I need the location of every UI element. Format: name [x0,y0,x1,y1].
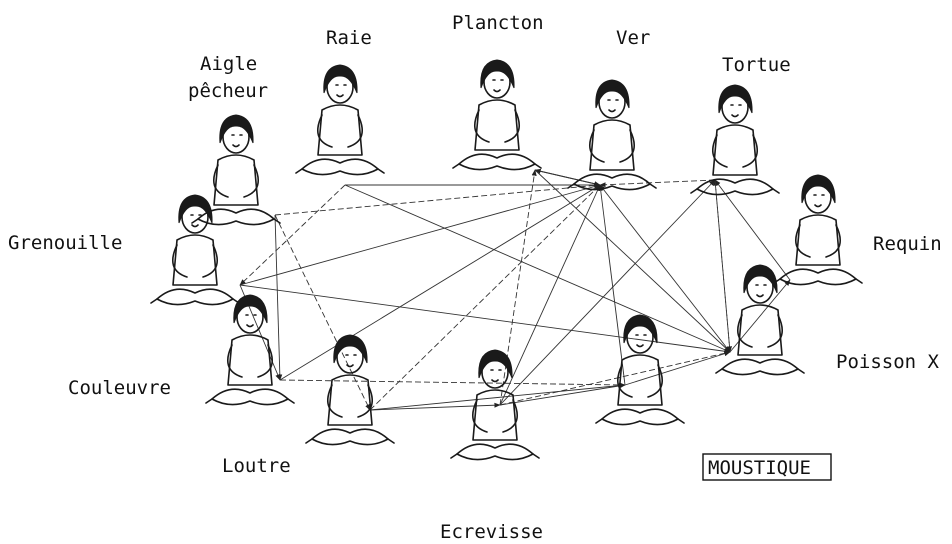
child-figure-plancton [453,60,541,170]
label-couleuvre: Couleuvre [68,377,171,399]
child-figure-poissonx [716,265,804,375]
label-tortue: Tortue [722,54,791,76]
label-aigle-line1: Aigle [200,53,257,75]
label-requin: Requin [873,233,942,255]
child-figure-grenouille [151,195,239,305]
web-arrow-ecrevisse-to-plancton [500,170,535,405]
web-arrow-loutre-to-moustique [370,385,625,410]
web-arrow-aigle-to-ver [275,185,600,215]
child-figure-requin [774,175,862,285]
label-ver: Ver [616,27,650,49]
label-aigle-line2: pêcheur [188,80,268,102]
web-arrow-ecrevisse-to-ver [500,185,600,405]
label-plancton: Plancton [452,12,544,34]
web-arrow-ver-to-plancton [535,170,600,185]
labels: Raie Plancton Ver Tortue Aigle pêcheur G… [8,12,942,543]
child-figure-tortue [691,85,779,195]
label-raie: Raie [326,27,372,49]
label-ecrevisse: Ecrevisse [440,521,543,543]
web-arrow-moustique-to-poissonx [625,352,730,385]
label-loutre: Loutre [222,455,291,477]
web-arrow-tortue-to-ver [600,180,715,185]
web-arrow-ecrevisse-to-tortue [500,180,715,405]
child-figure-loutre [306,335,394,445]
web-arrow-ecrevisse-to-poissonx [500,352,730,405]
web-arrow-moustique-to-ver [600,185,625,385]
web-arrow-poissonx-to-ver [600,185,730,352]
label-poissonx: Poisson X [836,351,940,373]
web-arrows [240,170,790,410]
web-arrow-loutre-to-ecrevisse [370,405,500,410]
web-arrow-raie-to-poissonx [345,185,730,352]
children-figures [151,60,862,460]
web-arrow-loutre-to-ver [370,185,600,410]
label-moustique: MOUSTIQUE [708,457,811,479]
web-arrow-grenouille-to-ver [240,185,600,285]
child-figure-moustique [596,315,684,425]
label-aigle: Aigle pêcheur [188,53,269,102]
child-figure-raie [296,65,384,175]
web-arrow-aigle-to-couleuvre [275,215,280,380]
child-figure-ver [568,80,656,190]
web-arrow-aigle-to-loutre [275,215,370,410]
child-figure-couleuvre [206,295,294,405]
label-grenouille: Grenouille [8,232,122,254]
